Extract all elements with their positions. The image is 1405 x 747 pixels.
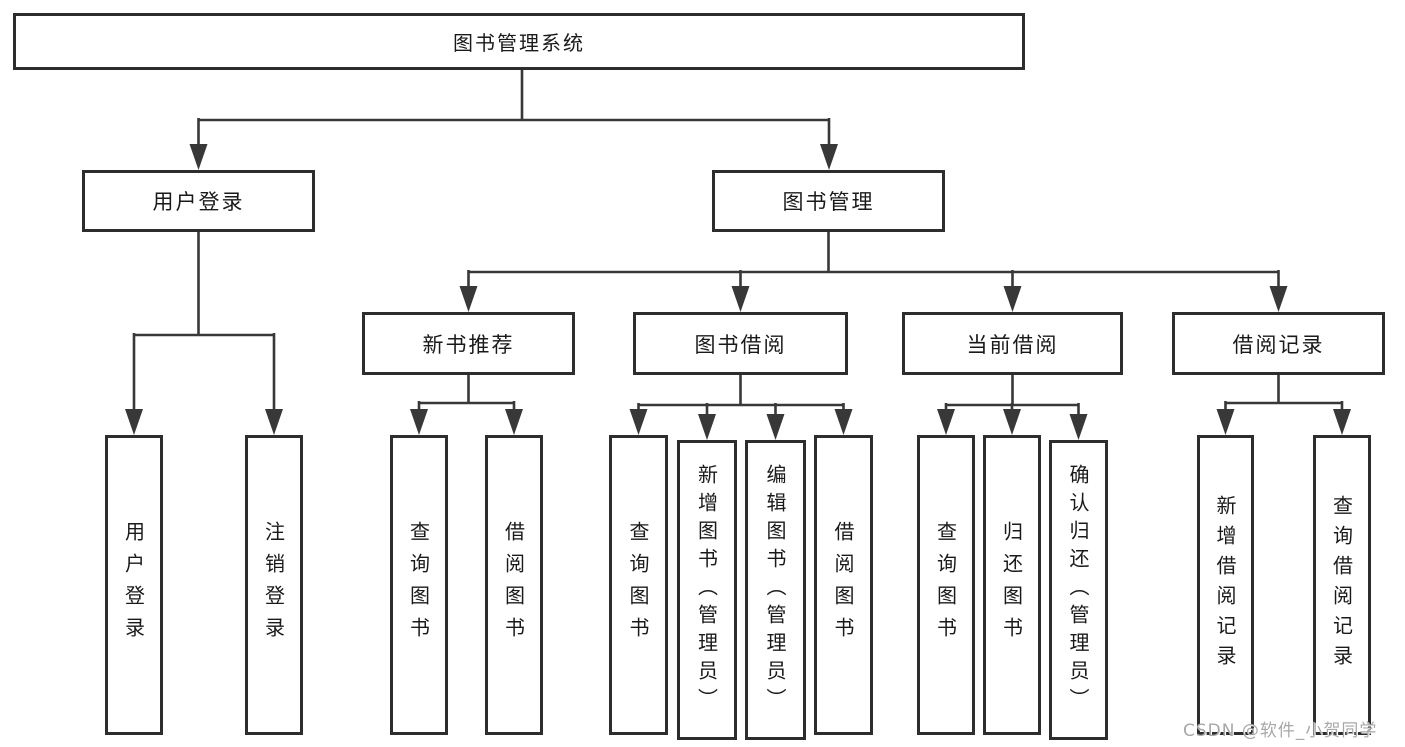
leaf-query-books-recommend: 查询图书 <box>390 435 448 735</box>
leaf-user-login: 用户登录 <box>105 435 163 735</box>
leaf-query-borrow-record: 查询借阅记录 <box>1313 435 1371 735</box>
watermark: CSDN @软件_小贺同学 <box>1183 721 1378 741</box>
leaf-query-books-current: 查询图书 <box>917 435 975 735</box>
leaf-return-book: 归还图书 <box>983 435 1041 735</box>
leaf-logout: 注销登录 <box>245 435 303 735</box>
leaf-borrow-books-recommend: 借阅图书 <box>485 435 543 735</box>
leaf-edit-book-admin: 编辑图书（管理员） <box>745 440 806 740</box>
node-current-borrowing: 当前借阅 <box>902 312 1123 375</box>
leaf-add-borrow-record: 新增借阅记录 <box>1197 435 1254 735</box>
leaf-add-book-admin: 新增图书（管理员） <box>677 440 737 740</box>
leaf-confirm-return-admin: 确认归还（管理员） <box>1049 440 1108 740</box>
node-library-management-system: 图书管理系统 <box>13 13 1025 70</box>
leaf-query-books-borrowing: 查询图书 <box>609 435 668 735</box>
node-user-login: 用户登录 <box>82 170 315 232</box>
node-new-book-recommend: 新书推荐 <box>362 312 575 375</box>
leaf-borrow-books-borrowing: 借阅图书 <box>814 435 873 735</box>
node-borrowing-records: 借阅记录 <box>1172 312 1385 375</box>
node-book-borrowing: 图书借阅 <box>633 312 848 375</box>
node-book-management: 图书管理 <box>712 170 945 232</box>
